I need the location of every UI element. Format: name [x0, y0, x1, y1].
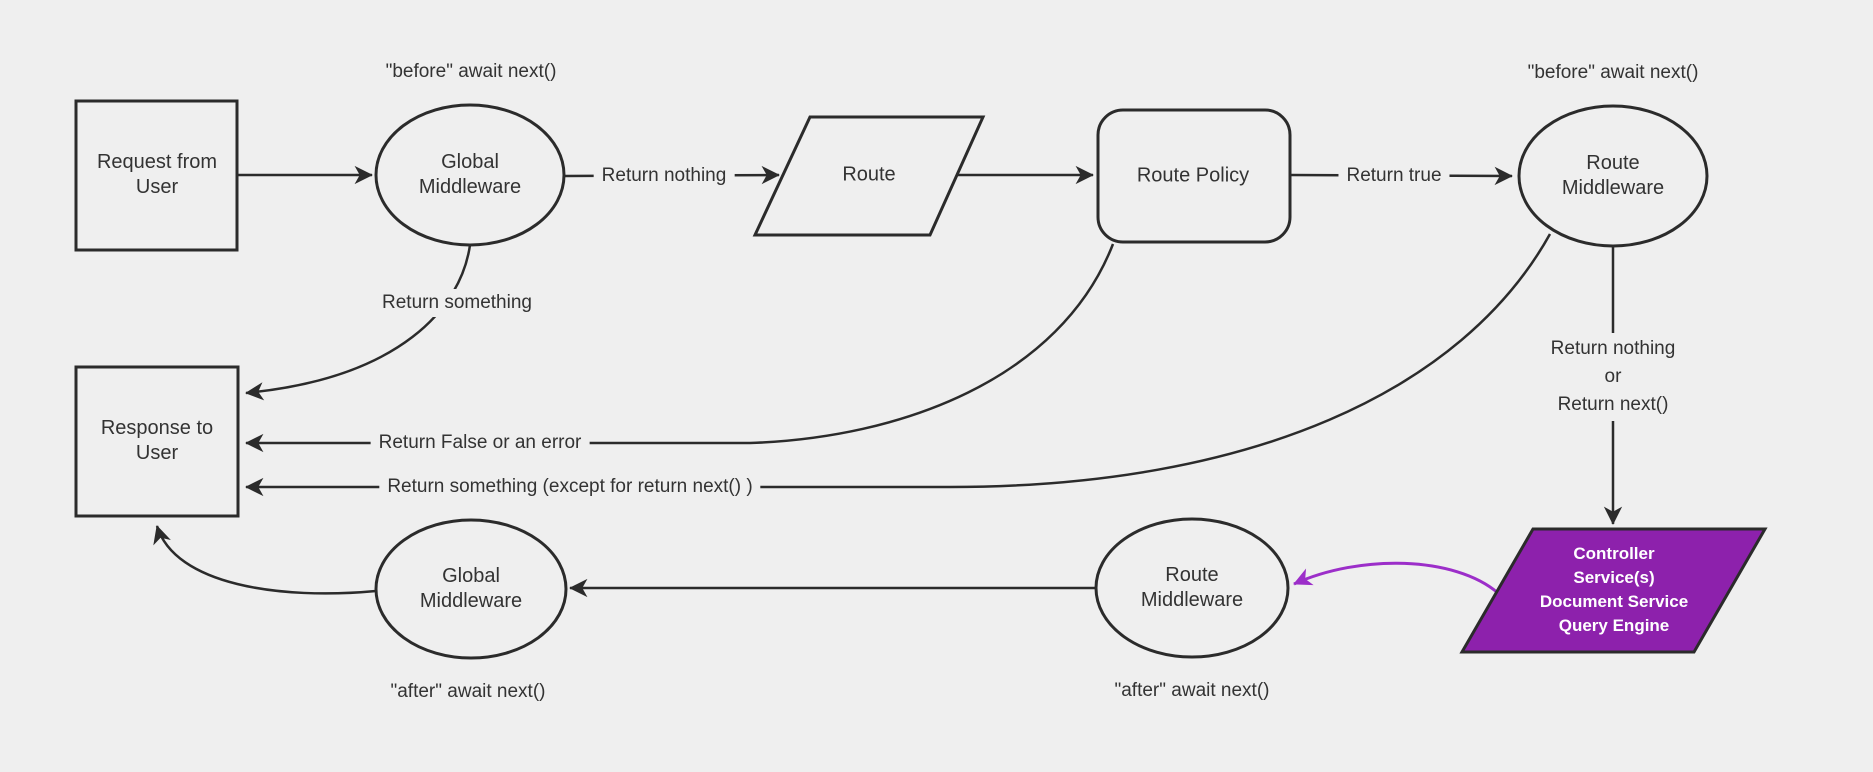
route-policy-label: Route Policy [1136, 164, 1250, 187]
route-middleware-bottom-label: Route Middleware [1140, 564, 1244, 611]
after-await-next-left-annotation: "after" await next() [390, 681, 546, 702]
request-from-user-label: Request from User [96, 151, 218, 198]
global-middleware-top-ellipse [374, 103, 566, 247]
return-something-except-edge-label: Return something (except for return next… [379, 473, 761, 501]
after-await-next-right-annotation: "after" await next() [1114, 680, 1270, 701]
before-await-next-left-annotation: "before" await next() [385, 61, 557, 82]
route-middleware-bottom-ellipse [1094, 517, 1290, 659]
controller-services-label: Controller Service(s) Document Service Q… [1539, 544, 1689, 635]
edge-global-middleware-bottom-to-response [153, 525, 377, 595]
route-policy-box [1096, 108, 1292, 244]
return-nothing-or-next-edge-label: Return nothing or Return next() [1542, 333, 1684, 421]
edge-return-false-to-response [245, 243, 1115, 453]
return-something-edge-label: Return something [374, 289, 540, 317]
edge-return-something-except-to-response [245, 233, 1552, 497]
response-to-user-box [74, 365, 240, 518]
global-middleware-bottom-ellipse [374, 518, 568, 660]
return-false-or-error-edge-label: Return False or an error [370, 429, 590, 457]
route-parallelogram [752, 115, 986, 237]
route-middleware-top-ellipse [1517, 104, 1709, 248]
before-await-next-right-annotation: "before" await next() [1527, 62, 1699, 83]
request-from-user-box [74, 99, 239, 252]
global-middleware-top-label: Global Middleware [418, 151, 522, 198]
global-middleware-bottom-label: Global Middleware [419, 565, 523, 612]
edge-return-something-to-response [245, 244, 472, 401]
response-to-user-label: Response to User [100, 417, 214, 464]
return-true-edge-label: Return true [1338, 162, 1450, 190]
edge-controller-to-route-middleware-bottom [1293, 561, 1499, 595]
controller-services-parallelogram [1459, 527, 1768, 654]
return-nothing-edge-label: Return nothing [593, 162, 735, 190]
route-middleware-top-label: Route Middleware [1561, 152, 1665, 199]
route-label: Route [842, 163, 896, 186]
